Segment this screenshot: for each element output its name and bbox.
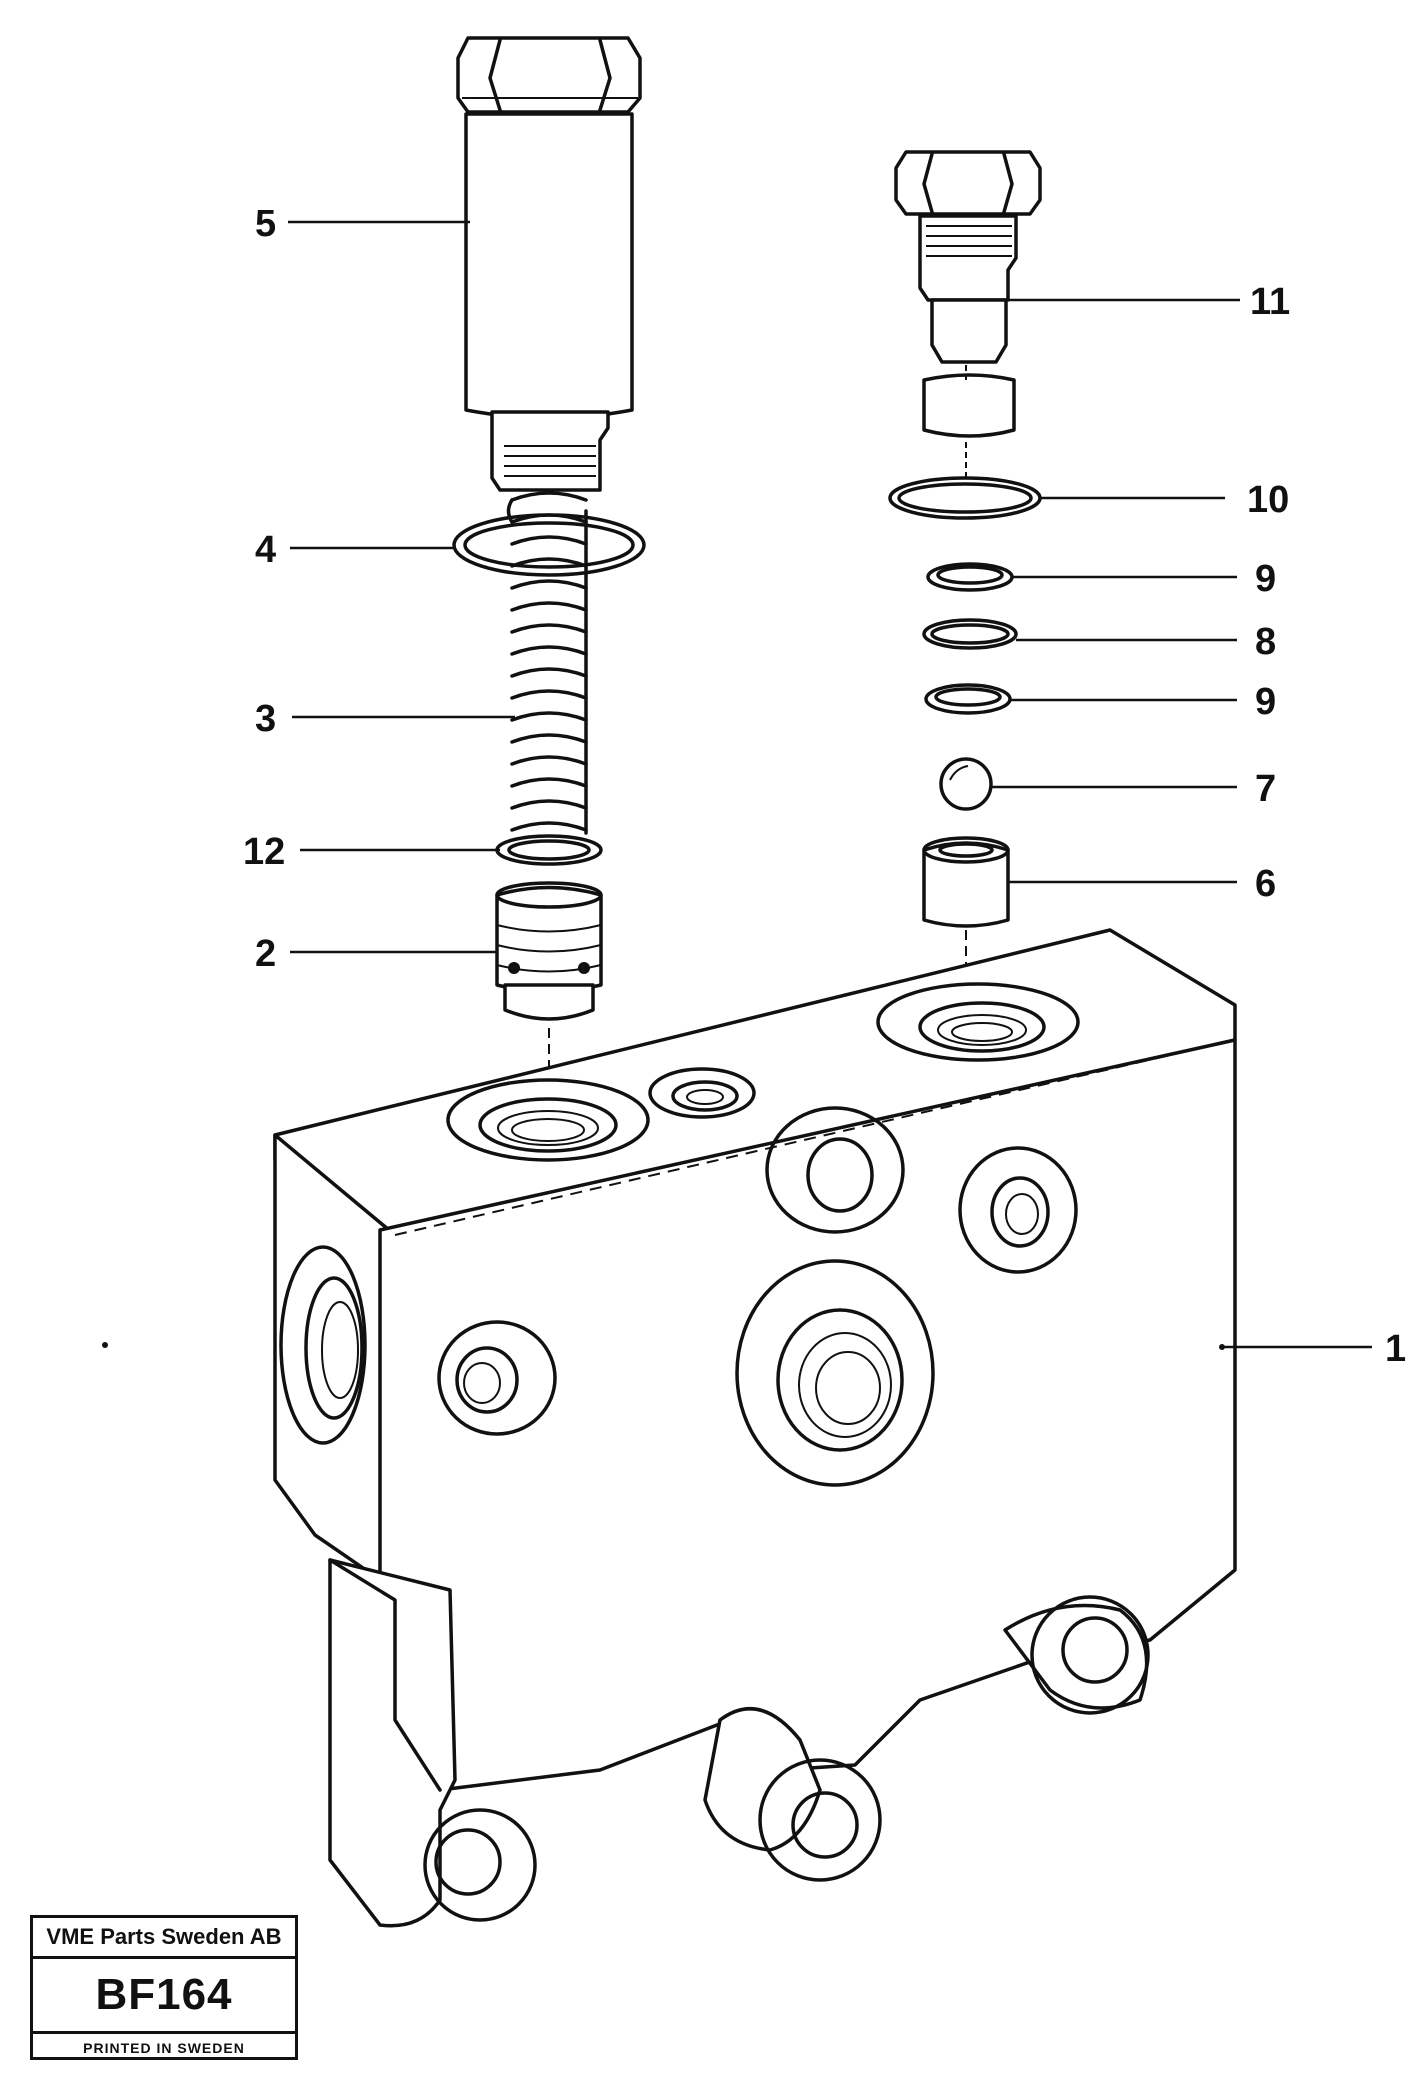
stray-dot: [102, 1342, 108, 1348]
callout-8: 8: [1255, 621, 1276, 663]
title-block-printed-note: PRINTED IN SWEDEN: [83, 2040, 245, 2056]
part-1-valve-body: [273, 928, 1237, 1928]
callout-6: 6: [1255, 863, 1276, 905]
callout-9-upper: 9: [1255, 558, 1276, 600]
callout-10: 10: [1247, 479, 1289, 521]
callout-11: 11: [1250, 281, 1290, 323]
callout-5: 5: [255, 203, 276, 245]
callout-9-lower: 9: [1255, 681, 1276, 723]
callout-2: 2: [255, 933, 276, 975]
callout-12: 12: [243, 831, 285, 873]
part-5-valve-cap: [456, 36, 642, 492]
leader-lines: [288, 220, 1372, 1350]
callout-labels: 5 4 3 12 2 11 10 9 8 9 7 6 1: [243, 203, 1406, 1370]
part-6-valve-seat: [922, 836, 1010, 928]
part-9-back-up-ring-lower: [924, 683, 1012, 715]
part-9-back-up-ring-upper: [926, 562, 1014, 592]
part-11-plug: [894, 150, 1042, 438]
part-8-o-ring: [922, 618, 1018, 650]
callout-1: 1: [1385, 1328, 1406, 1370]
title-block-company: VME Parts Sweden AB: [33, 1918, 295, 1959]
callout-3: 3: [255, 698, 276, 740]
callout-4: 4: [255, 529, 276, 571]
part-12-washer: [495, 834, 603, 866]
part-4-o-ring: [452, 513, 646, 577]
title-block: VME Parts Sweden AB BF164 PRINTED IN SWE…: [30, 1915, 298, 2060]
part-7-ball: [939, 757, 993, 811]
part-2-poppet: [495, 881, 603, 1021]
part-10-o-ring: [888, 476, 1042, 520]
callout-7: 7: [1255, 768, 1276, 810]
title-block-drawing-code: BF164: [33, 1959, 295, 2034]
part-3-spring: [506, 491, 588, 835]
